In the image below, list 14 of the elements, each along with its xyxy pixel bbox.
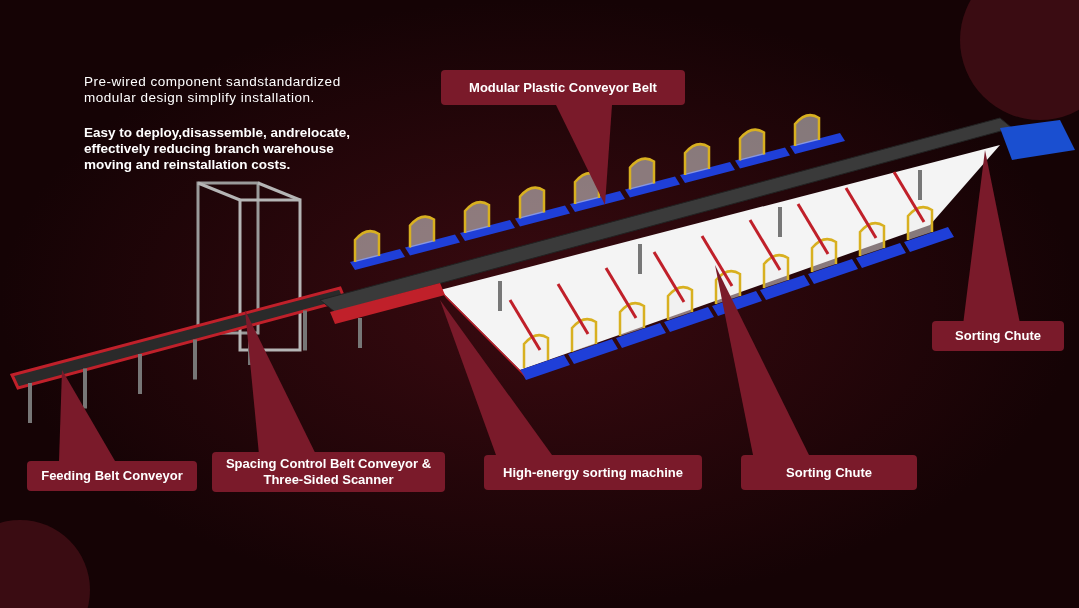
callout-label: Spacing Control Belt Conveyor & Three-Sided Scanner bbox=[212, 452, 445, 492]
callout-label: Sorting Chute bbox=[741, 455, 917, 490]
description-text: Easy to deploy,disassemble, andrelocate, effectively reducing branch warehouse moving and reinstallation costs. bbox=[84, 125, 352, 173]
leader-line bbox=[556, 105, 612, 205]
callout-label: Feeding Belt Conveyor bbox=[27, 461, 197, 491]
callout-label: High-energy sorting machine bbox=[484, 455, 702, 490]
leader-line bbox=[715, 265, 809, 455]
leader-line bbox=[440, 300, 552, 455]
leader-line bbox=[59, 370, 115, 461]
leader-line bbox=[963, 150, 1020, 321]
callout-label: Sorting Chute bbox=[932, 321, 1064, 351]
description-text: Pre-wired component sandstandardized modular design simplify installation. bbox=[84, 74, 342, 106]
callout-label: Modular Plastic Conveyor Belt bbox=[441, 70, 685, 105]
leader-line bbox=[245, 310, 315, 452]
